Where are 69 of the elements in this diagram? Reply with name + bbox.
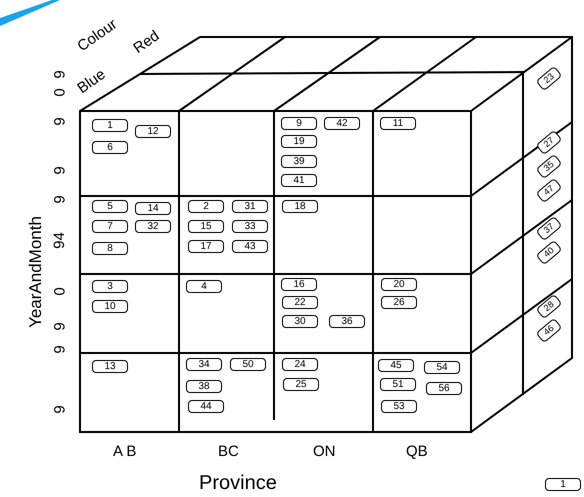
tag-box: 47: [536, 178, 562, 204]
tag-box: 38: [186, 380, 222, 393]
tag-box: 4: [186, 280, 222, 293]
axis-category: Blue: [74, 66, 109, 97]
tag-box: 3: [92, 280, 128, 293]
tag-box: 23: [536, 66, 562, 92]
axis-tick-label: 9: [52, 322, 69, 331]
tag-box: 9: [281, 117, 317, 130]
tag-box: 17: [188, 240, 224, 253]
tag-box: 25: [283, 378, 319, 391]
tag-box: 42: [324, 117, 360, 130]
axis-category: QB: [406, 443, 428, 460]
tag-box: 44: [188, 400, 224, 413]
tag-box: 8: [92, 242, 128, 255]
tag-box: 32: [135, 220, 171, 233]
axis-category: A B: [113, 443, 136, 460]
tag-box: 36: [329, 315, 365, 328]
tag-box: 18: [282, 200, 318, 213]
tag-box: 53: [381, 400, 417, 413]
axis-tick-label: 9: [52, 117, 69, 126]
tag-box: 31: [232, 200, 268, 213]
tag-box: 41: [281, 174, 317, 187]
tag-box: 56: [426, 382, 462, 395]
tag-box: 26: [381, 296, 417, 309]
axis-tick-label: 94: [50, 232, 68, 249]
tag-box: 34: [186, 358, 222, 371]
tag-box: 20: [381, 278, 417, 291]
axis-title: YearAndMonth: [26, 216, 46, 328]
tag-box: 33: [232, 220, 268, 233]
tag-box: 15: [188, 220, 224, 233]
axis-tick-label: 9: [52, 345, 69, 354]
tag-box: 1: [92, 119, 128, 132]
tag-box: 24: [282, 358, 318, 371]
tag-box: 22: [282, 296, 318, 309]
tag-box: 27: [536, 130, 562, 156]
axis-tick-label: 0: [52, 88, 69, 97]
tag-box: 11: [380, 117, 416, 130]
tag-box: 16: [281, 278, 317, 291]
tag-box: 6: [92, 141, 128, 154]
tag-box: 7: [92, 220, 128, 233]
axis-category: Red: [130, 27, 163, 57]
tag-box: 19: [281, 135, 317, 148]
tag-box: 54: [424, 361, 460, 374]
tag-box: 40: [536, 240, 562, 266]
tag-box: 14: [135, 202, 171, 215]
axis-tick-label: 9: [52, 70, 69, 79]
tag-box: 10: [92, 300, 128, 313]
tag-box: 35: [536, 154, 562, 180]
tag-box: 2: [188, 200, 224, 213]
axis-tick-label: 0: [52, 287, 69, 296]
tag-box: 46: [536, 318, 562, 344]
tag-box: 1: [545, 478, 581, 491]
tag-box: 28: [536, 294, 562, 320]
axis-tick-label: 9: [52, 166, 69, 175]
tag-box: 39: [281, 155, 317, 168]
tag-box: 50: [230, 358, 266, 371]
tag-box: 13: [92, 360, 128, 373]
axis-tick-label: 9: [52, 195, 69, 204]
axis-category: BC: [218, 443, 239, 460]
axis-category: ON: [313, 443, 336, 460]
axis-tick-label: 9: [52, 405, 69, 414]
tag-box: 5: [92, 200, 128, 213]
tag-box: 12: [135, 125, 171, 138]
tag-box: 51: [380, 378, 416, 391]
tag-box: 30: [282, 315, 318, 328]
tag-box: 43: [232, 240, 268, 253]
tag-box: 45: [378, 359, 414, 372]
axis-title: Province: [199, 472, 277, 495]
tag-box: 37: [536, 216, 562, 242]
